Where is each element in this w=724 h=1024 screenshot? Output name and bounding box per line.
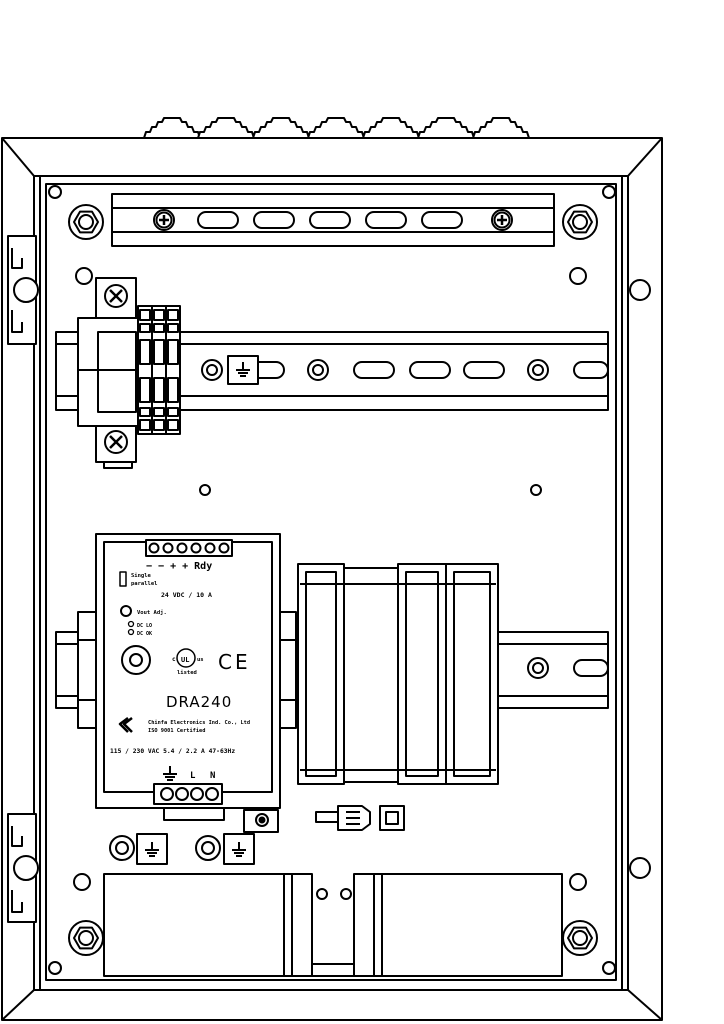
cable-glands [143,117,530,139]
psu-input-rating: 115 / 230 VAC 5.4 / 2.2 A 47-63Hz [110,748,235,755]
din-rail-top [111,193,555,247]
dc-ok-led [127,628,135,636]
dc-lo-led [127,620,135,628]
screw-icon [103,283,129,309]
cable-gland-icon [472,117,530,139]
vout-adj-knob [120,605,132,617]
ground-boss [243,809,279,833]
connector-plug [315,805,405,831]
psu-terminal-n: N [210,771,215,781]
psu-output-rating: 24 VDC / 10 A [161,591,212,599]
psu-vout-adj-label: Vout Adj. [137,609,167,616]
door-hinge-top [7,235,39,345]
psu-ul-mark: UL [181,656,189,664]
screw-icon [103,429,129,455]
mounting-hole [629,857,651,879]
psu-dc-ok-label: DC OK [137,631,152,637]
nut-icon [562,204,598,240]
psu-model: DRA240 [166,693,232,711]
cable-gland-icon [197,117,255,139]
psu-mode-label-2: parallel [131,581,158,587]
bottom-module-right [340,873,563,977]
panel-holes [48,185,616,975]
relay-modules [297,563,499,785]
psu-ce-mark: CE [218,650,251,674]
nut-icon [562,920,598,956]
power-supply-unit [95,533,281,821]
nut-icon [68,204,104,240]
mounting-hole [629,279,651,301]
ul-mark-icon [176,648,196,668]
bottom-rail-segment [311,963,355,977]
cable-gland-icon [252,117,310,139]
psu-ul-c: c [172,656,176,663]
nut-icon [68,920,104,956]
circuit-breaker [77,277,139,469]
psu-listed-label: listed [177,670,197,676]
psu-mode-label-1: Single [131,573,152,579]
terminal-block [137,305,181,435]
psu-terminal-l: L [190,771,196,781]
psu-ul-us: us [197,657,204,663]
psu-maker-line-2: ISO 9001 Certified [148,728,205,734]
cable-gland-icon [143,117,201,139]
ground-terminals [109,833,255,865]
screw-icon [490,208,514,232]
screw-icon [152,208,176,232]
psu-maker-line-1: Chinfa Electronics Ind. Co., Ltd [148,720,250,726]
cable-gland-icon [362,117,420,139]
psu-terminal-top-label: − − + + Rdy [146,561,212,572]
cable-gland-icon [307,117,365,139]
door-hinge-bottom [7,813,39,923]
bottom-module-left [103,873,328,977]
chinfa-logo [118,717,133,733]
psu-dc-lo-label: DC LO [137,623,152,629]
cable-gland-icon [417,117,475,139]
